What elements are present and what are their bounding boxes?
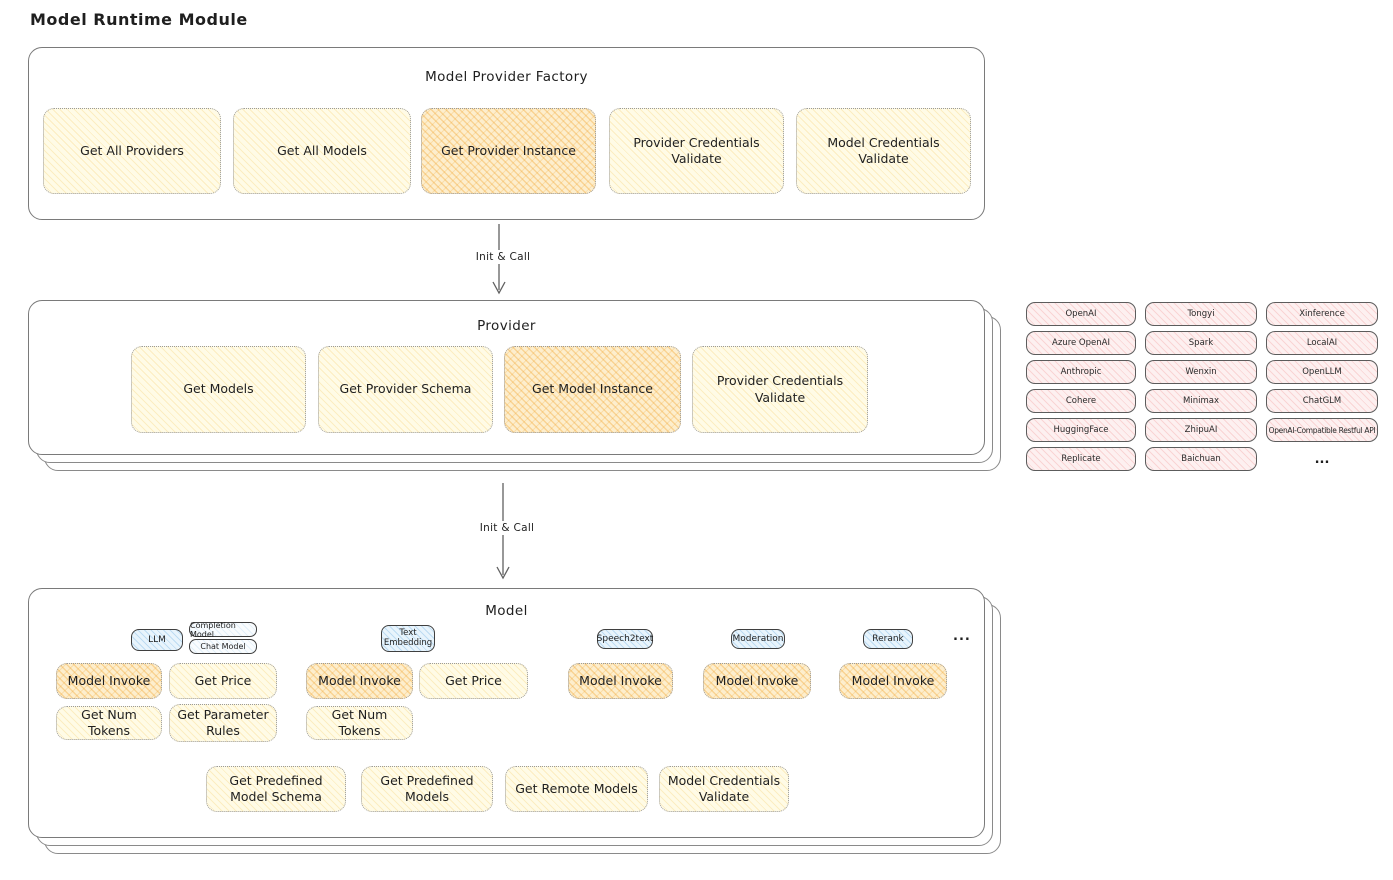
arrow1-label: Init & Call [465, 250, 541, 264]
node-model-credentials-validate-2: Model Credentials Validate [659, 766, 789, 812]
provider-chip-openllm: OpenLLM [1266, 360, 1378, 384]
tag-llm: LLM [131, 629, 183, 651]
model-title: Model [485, 603, 528, 619]
node-rerank-model-invoke: Model Invoke [839, 663, 947, 699]
tag-moderation: Moderation [731, 629, 785, 649]
tags-more-ellipsis: ... [953, 629, 971, 644]
tag-completion-model: Completion Model [189, 621, 257, 639]
node-llm-get-parameter-rules: Get Parameter Rules [169, 704, 277, 742]
node-provider-credentials-validate-2: Provider Credentials Validate [692, 346, 868, 433]
provider-chip-anthropic: Anthropic [1026, 360, 1136, 384]
providers-more-ellipsis: ... [1314, 451, 1330, 467]
node-get-all-providers: Get All Providers [43, 108, 221, 194]
tag-speech2text: Speech2text [597, 629, 653, 649]
node-get-predefined-model-schema: Get Predefined Model Schema [206, 766, 346, 812]
node-model-credentials-validate: Model Credentials Validate [796, 108, 971, 194]
node-get-remote-models: Get Remote Models [505, 766, 648, 812]
provider-chip-openai-compatible: OpenAI-Compatible Restful API [1266, 418, 1378, 442]
node-get-provider-instance: Get Provider Instance [421, 108, 596, 194]
provider-chip-cohere: Cohere [1026, 389, 1136, 413]
provider-chip-wenxin: Wenxin [1145, 360, 1257, 384]
model-box: Model LLM Completion Model Chat Model Te… [28, 588, 985, 838]
arrow2-label: Init & Call [469, 521, 545, 535]
provider-chip-localai: LocalAI [1266, 331, 1378, 355]
provider-box: Provider Get Models Get Provider Schema … [28, 300, 985, 455]
provider-chip-azure-openai: Azure OpenAI [1026, 331, 1136, 355]
node-provider-credentials-validate: Provider Credentials Validate [609, 108, 784, 194]
page-title: Model Runtime Module [30, 10, 248, 29]
factory-title: Model Provider Factory [425, 69, 588, 85]
node-embedding-get-num-tokens: Get Num Tokens [306, 706, 413, 740]
providers-grid: OpenAI Tongyi Xinference Azure OpenAI Sp… [1026, 302, 1378, 471]
node-embedding-get-price: Get Price [419, 663, 528, 699]
node-get-all-models: Get All Models [233, 108, 411, 194]
provider-chip-spark: Spark [1145, 331, 1257, 355]
provider-chip-xinference: Xinference [1266, 302, 1378, 326]
node-moderation-model-invoke: Model Invoke [703, 663, 811, 699]
provider-chip-minimax: Minimax [1145, 389, 1257, 413]
provider-chip-zhipuai: ZhipuAI [1145, 418, 1257, 442]
node-get-model-instance: Get Model Instance [504, 346, 681, 433]
node-get-provider-schema: Get Provider Schema [318, 346, 493, 433]
provider-chip-chatglm: ChatGLM [1266, 389, 1378, 413]
provider-chip-replicate: Replicate [1026, 447, 1136, 471]
tag-text-embedding: Text Embedding [381, 625, 435, 652]
tag-chat-model: Chat Model [189, 639, 257, 654]
tag-rerank: Rerank [863, 629, 913, 649]
provider-chip-baichuan: Baichuan [1145, 447, 1257, 471]
provider-chip-huggingface: HuggingFace [1026, 418, 1136, 442]
provider-chip-openai: OpenAI [1026, 302, 1136, 326]
node-get-predefined-models: Get Predefined Models [361, 766, 493, 812]
provider-title: Provider [477, 318, 536, 334]
factory-box: Model Provider Factory Get All Providers… [28, 47, 985, 220]
node-llm-get-num-tokens: Get Num Tokens [56, 706, 162, 740]
node-llm-get-price: Get Price [169, 663, 277, 699]
node-llm-model-invoke: Model Invoke [56, 663, 162, 699]
node-speech2text-model-invoke: Model Invoke [568, 663, 673, 699]
node-get-models: Get Models [131, 346, 306, 433]
provider-chip-tongyi: Tongyi [1145, 302, 1257, 326]
node-embedding-model-invoke: Model Invoke [306, 663, 413, 699]
